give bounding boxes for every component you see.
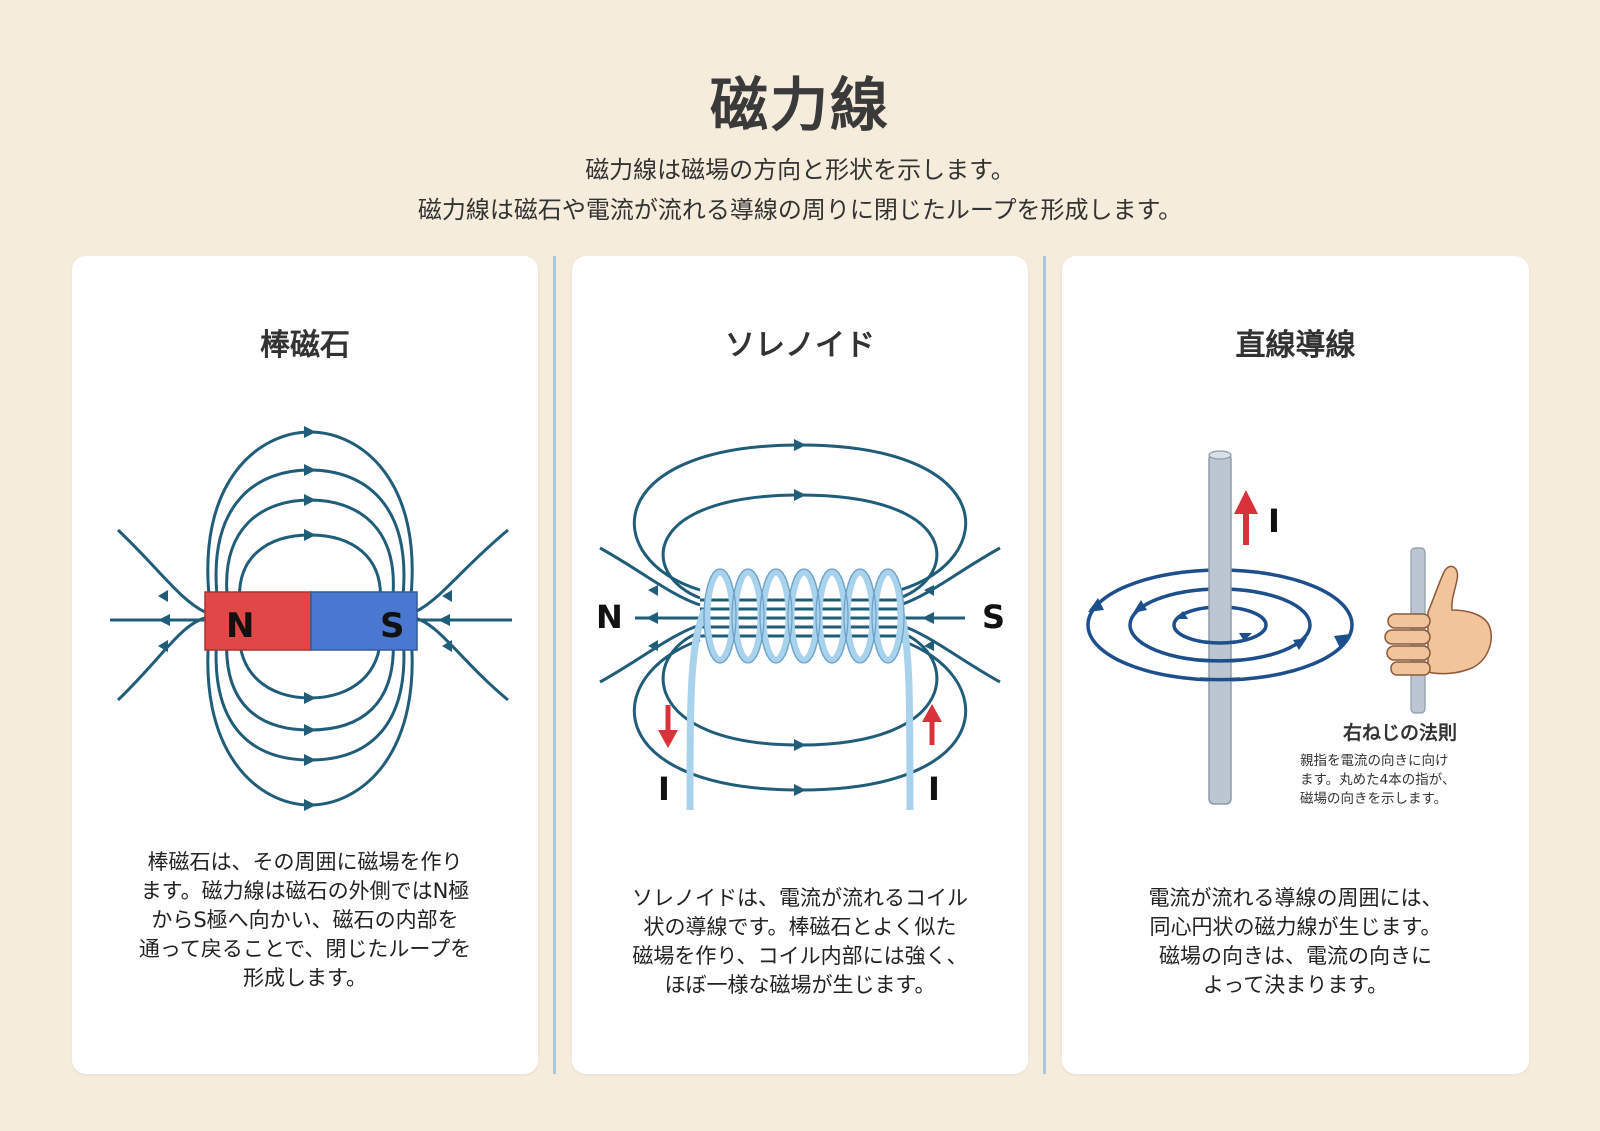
field-line (899, 623, 1001, 684)
field-line (599, 546, 701, 607)
field-arrow (1133, 600, 1147, 613)
field-arrow (648, 585, 658, 596)
panel-solenoid: ソレノイド ソレノイドは、電流が流れるコイル 状の導線です。棒磁石とよく似た 磁… (572, 256, 1028, 1074)
coil-turn (843, 568, 877, 664)
field-arrow (158, 590, 168, 602)
panel-text-solenoid: ソレノイドは、電流が流れるコイル 状の導線です。棒磁石とよく似た 磁場を作り、コ… (632, 886, 968, 997)
panel-text-bar-magnet: 棒磁石は、その周囲に磁場を作り ます。磁力線は磁石の外側ではN極 からS極へ向か… (138, 850, 472, 990)
field-arrow (304, 494, 316, 506)
page-subtitle-1: 磁力線は磁場の方向と形状を示します。 (585, 156, 1015, 184)
field-line (599, 623, 701, 684)
panel-title-bar-magnet: 棒磁石 (260, 328, 350, 363)
coil-lead-left (686, 608, 709, 811)
field-arrow (794, 739, 806, 751)
solenoid-arrows (646, 439, 934, 796)
field-arrow (158, 614, 170, 626)
field-arrow (924, 585, 934, 596)
magnet-north-half (204, 591, 312, 651)
magnet-pole-n: N (226, 606, 254, 646)
field-arrow (304, 426, 316, 438)
current-arrow-up-head (922, 704, 942, 722)
field-arrow (442, 590, 452, 602)
field-arrow (924, 640, 934, 651)
field-arrow (304, 724, 316, 736)
coil-turn (731, 568, 765, 664)
solenoid-pole-s: S (982, 598, 1005, 636)
magnet-pole-s: S (380, 606, 405, 646)
solenoid-pole-n: N (596, 598, 623, 636)
right-hand-rule-title: 右ねじの法則 (1342, 722, 1457, 744)
field-arrow (1334, 634, 1350, 648)
solenoid-coil (686, 568, 914, 811)
panel-text-straight-wire: 電流が流れる導線の周囲には、 同心円状の磁力線が生じます。 磁場の向きは、電流の… (1148, 886, 1443, 997)
field-line (116, 528, 206, 614)
field-arrow (304, 529, 316, 541)
panel-divider-2 (1043, 256, 1046, 1074)
field-line (225, 498, 395, 606)
field-arrow (158, 640, 168, 652)
magnet-south-half (310, 591, 418, 651)
field-line (632, 443, 968, 592)
field-line (116, 616, 206, 702)
field-line (206, 624, 414, 807)
panel-title-solenoid: ソレノイド (725, 328, 875, 363)
straight-wire (1208, 453, 1232, 805)
field-arrow (1088, 598, 1104, 612)
panel-divider-1 (553, 256, 556, 1074)
field-arrow (794, 439, 806, 451)
field-arrow (1293, 638, 1307, 650)
field-line (414, 616, 509, 702)
field-arrow (646, 612, 658, 624)
field-arrow (1175, 611, 1188, 619)
current-arrow-down-head (658, 730, 678, 748)
field-arrow (1239, 633, 1252, 641)
coil-turn (703, 568, 737, 664)
coil-turn (815, 568, 849, 664)
field-arrow (304, 799, 316, 811)
coil-turn (871, 568, 905, 664)
page-subtitle-2: 磁力線は磁石や電流が流れる導線の周りに閉じたループを形成します。 (417, 196, 1183, 224)
field-arrow (794, 489, 806, 501)
field-arrow (304, 692, 316, 704)
field-arrow (648, 640, 658, 651)
field-arrow (304, 754, 316, 766)
straight-wire-top (1208, 450, 1232, 460)
solenoid-current-left: I (658, 770, 670, 808)
field-arrow (438, 614, 450, 626)
field-arrow (794, 784, 806, 796)
field-line (206, 430, 414, 606)
coil-turn (787, 568, 821, 664)
field-arrow (922, 612, 934, 624)
wire-current-label: I (1268, 502, 1280, 540)
page-title: 磁力線 (709, 71, 890, 139)
bar-magnet-arrows (158, 426, 452, 811)
field-arrow (442, 640, 452, 652)
right-hand-rule-text: 親指を電流の向きに向け ます。丸めた4本の指が、 磁場の向きを示します。 (1300, 753, 1456, 807)
solenoid-current-right: I (928, 770, 940, 808)
field-line (899, 546, 1001, 607)
field-arrow (304, 464, 316, 476)
solenoid-current-arrows (658, 704, 942, 748)
coil-turn (759, 568, 793, 664)
thumbs-up-hand-icon (1384, 565, 1492, 676)
solenoid-coil-outline (703, 568, 905, 664)
wire-field-circles-front (1199, 640, 1241, 682)
panel-title-straight-wire: 直線導線 (1235, 328, 1356, 363)
wire-field-arrows (1088, 598, 1350, 650)
wire-current-arrow (1234, 490, 1258, 545)
field-line (414, 528, 509, 614)
